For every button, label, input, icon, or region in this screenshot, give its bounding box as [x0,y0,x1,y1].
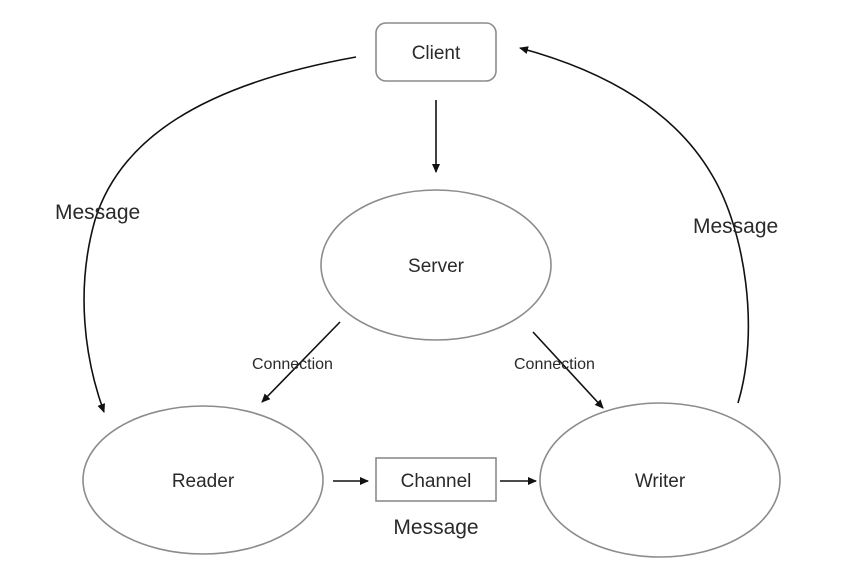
node-channel: Channel [375,457,497,502]
server-ellipse [320,189,552,341]
edge-label-server-to-writer: Connection [514,356,595,373]
edge-client-to-reader [83,56,357,413]
edge-writer-to-client [519,46,750,404]
node-client: Client [375,22,497,82]
edge-server-to-writer [532,331,604,409]
node-reader: Reader [82,405,324,555]
edge-server-to-reader [261,321,341,403]
writer-label: Writer [635,471,686,492]
edge-label-server-to-reader: Connection [252,356,333,373]
edge-label-client-to-reader: Message [55,201,140,224]
client-box [375,22,497,82]
server-label: Server [408,256,465,277]
reader-label: Reader [172,471,235,492]
node-server: Server [320,189,552,341]
edge-label-writer-to-client: Message [693,215,778,238]
edge-label-channel-below: Message [393,516,478,539]
node-writer: Writer [539,402,781,558]
reader-ellipse [82,405,324,555]
client-label: Client [412,43,461,64]
writer-ellipse [539,402,781,558]
channel-box [375,457,497,502]
channel-label: Channel [401,471,472,492]
